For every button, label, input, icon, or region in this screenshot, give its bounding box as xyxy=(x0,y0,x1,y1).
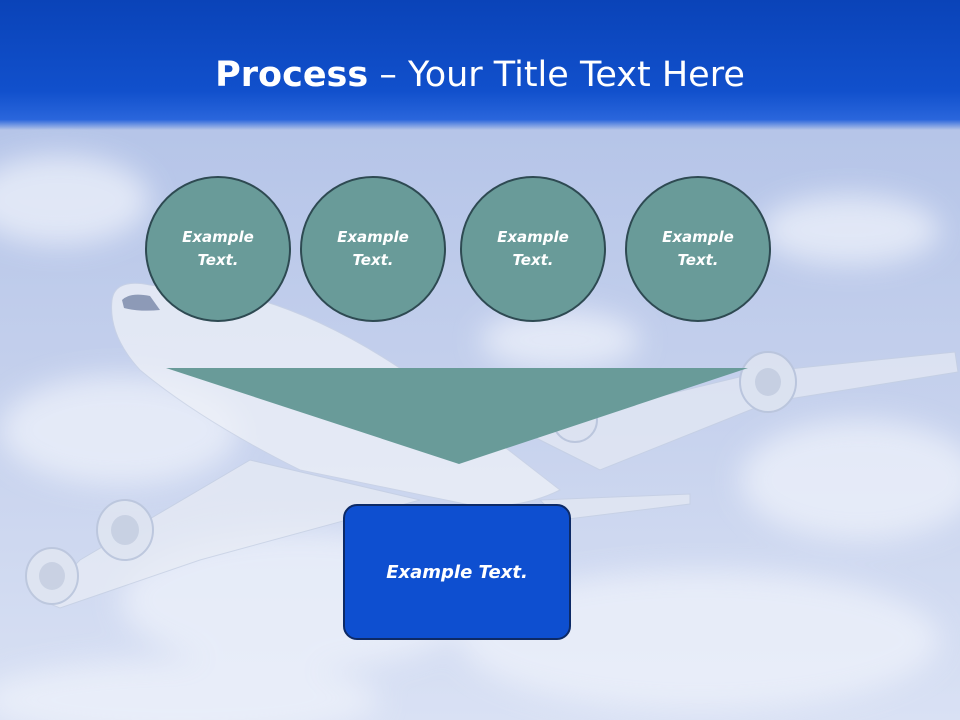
step-1-line-1: Example xyxy=(182,228,254,246)
step-1-line-2: Text. xyxy=(197,251,239,269)
header-band xyxy=(0,0,960,130)
step-4-line-1: Example xyxy=(662,228,734,246)
title-rest: – Your Title Text Here xyxy=(368,55,745,95)
slide-title: Process – Your Title Text Here xyxy=(0,52,960,98)
step-2-line-2: Text. xyxy=(352,251,394,269)
step-3-line-2: Text. xyxy=(512,251,554,269)
clouds xyxy=(0,155,960,720)
result-box: Example Text. xyxy=(343,504,571,640)
step-2-line-1: Example xyxy=(337,228,409,246)
step-4-line-2: Text. xyxy=(677,251,719,269)
step-3-line-1: Example xyxy=(497,228,569,246)
title-bold: Process xyxy=(215,55,369,95)
result-label: Example Text. xyxy=(386,561,528,583)
